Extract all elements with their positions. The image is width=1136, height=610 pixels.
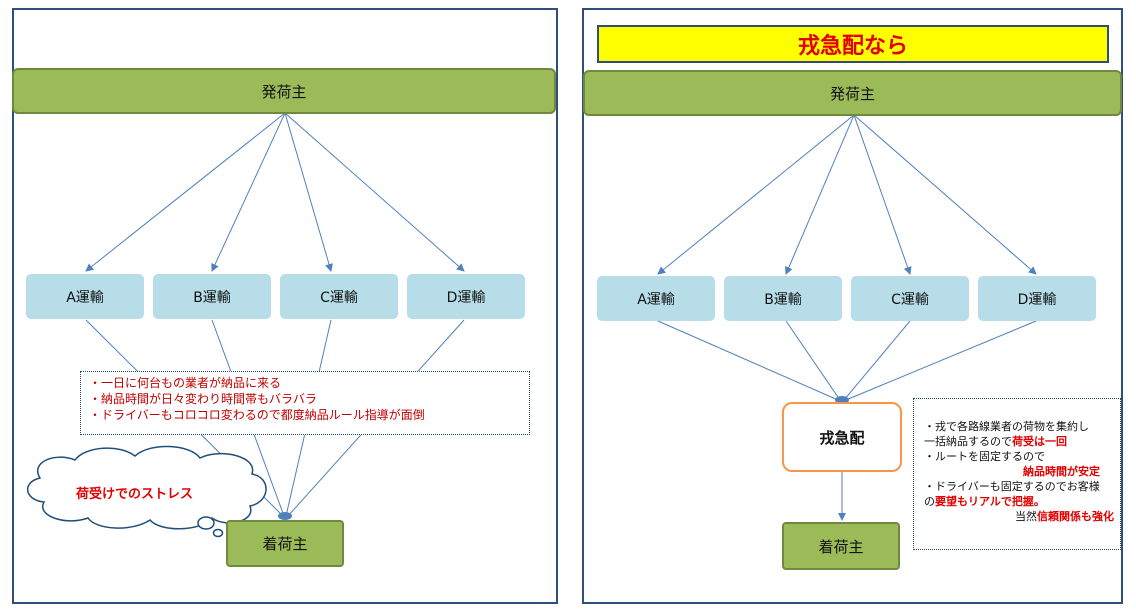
stress-cloud-text: 荷受けでのストレス — [76, 487, 194, 502]
arrow-r-shipper-c — [853, 114, 912, 275]
benefit-line-3: ・ルートを固定するので — [924, 450, 1045, 463]
left-issues-note: ・一日に何台もの業者が納品に来る ・納品時間が日々変わり時間帯もバラバラ ・ドラ… — [80, 371, 530, 435]
stress-cloud — [27, 445, 267, 538]
arrow-r-b-hub — [785, 320, 841, 401]
arrow-r-shipper-a — [657, 114, 855, 275]
right-carrier-a: A運輸 — [597, 276, 715, 321]
left-receiver-label: 着荷主 — [262, 535, 308, 553]
arrow-r-c-hub — [843, 320, 911, 401]
carrier-label: D運輸 — [446, 289, 486, 306]
right-banner-text: 戎急配なら — [797, 34, 908, 59]
benefit-line-1: ・戎で各路線業者の荷物を集約し — [924, 420, 1089, 433]
benefit-line-7-highlight: 信頼関係も強化 — [1037, 510, 1114, 523]
right-shipper-box: 発荷主 — [583, 70, 1122, 116]
left-carrier-d: D運輸 — [407, 274, 525, 319]
carrier-label: D運輸 — [1017, 291, 1057, 308]
issue-line-2: ・納品時間が日々変わり時間帯もバラバラ — [89, 392, 317, 406]
arrow-shipper-a — [85, 112, 286, 272]
benefit-line-4: 納品時間が安定 — [924, 464, 1114, 479]
benefit-line-2: 一括納品するので荷受は一回 — [924, 434, 1114, 449]
right-banner: 戎急配なら — [597, 25, 1109, 63]
benefit-line-6: の要望もリアルで把握。 — [924, 494, 1114, 509]
benefit-line-2-text: 一括納品するので — [924, 435, 1012, 448]
issue-line-3: ・ドライバーもコロコロ変わるので都度納品ルール指導が面倒 — [89, 408, 425, 422]
left-carrier-b: B運輸 — [153, 274, 271, 319]
right-receiver-box: 着荷主 — [782, 522, 900, 570]
benefit-line-4-highlight: 納品時間が安定 — [1023, 465, 1100, 478]
issue-line-1: ・一日に何台もの業者が納品に来る — [89, 376, 282, 390]
left-carrier-a: A運輸 — [26, 274, 144, 319]
carrier-label: C運輸 — [320, 289, 358, 306]
carrier-label: A運輸 — [637, 291, 675, 308]
left-carrier-c: C運輸 — [280, 274, 398, 319]
benefit-line-7-text: 当然 — [1015, 510, 1037, 523]
right-hub-box: 戎急配 — [782, 402, 902, 472]
benefit-line-2-highlight: 荷受は一回 — [1012, 435, 1067, 448]
carrier-label: A運輸 — [66, 289, 104, 306]
arrow-r-shipper-d — [853, 114, 1037, 275]
right-receiver-label: 着荷主 — [818, 537, 864, 556]
right-hub-label: 戎急配 — [819, 428, 865, 447]
receiver-arrowhead-cluster — [278, 512, 292, 520]
benefit-line-6-highlight: 要望もリアルで把握。 — [935, 495, 1045, 508]
right-carrier-d: D運輸 — [978, 276, 1096, 321]
right-benefits-note: ・戎で各路線業者の荷物を集約し 一括納品するので荷受は一回 ・ルートを固定するの… — [913, 398, 1121, 550]
carrier-label: C運輸 — [891, 291, 929, 308]
right-carrier-b: B運輸 — [724, 276, 842, 321]
benefit-line-6-text: の — [924, 495, 935, 508]
right-shipper-label: 発荷主 — [829, 84, 875, 103]
arrow-r-a-hub — [657, 320, 839, 401]
left-shipper-label: 発荷主 — [261, 82, 307, 101]
arrow-shipper-d — [284, 112, 465, 272]
arrow-shipper-c — [284, 112, 333, 272]
benefit-line-7: 当然信頼関係も強化 — [924, 509, 1114, 524]
left-receiver-box: 着荷主 — [226, 520, 344, 567]
arrow-shipper-b — [211, 112, 286, 272]
arrow-r-d-hub — [845, 320, 1037, 401]
right-carrier-c: C運輸 — [851, 276, 969, 321]
arrow-r-shipper-b — [785, 114, 855, 275]
left-shipper-box: 発荷主 — [12, 68, 556, 114]
benefit-line-5: ・ドライバーも固定するのでお客様 — [924, 480, 1100, 493]
carrier-label: B運輸 — [193, 289, 231, 306]
carrier-label: B運輸 — [764, 291, 802, 308]
